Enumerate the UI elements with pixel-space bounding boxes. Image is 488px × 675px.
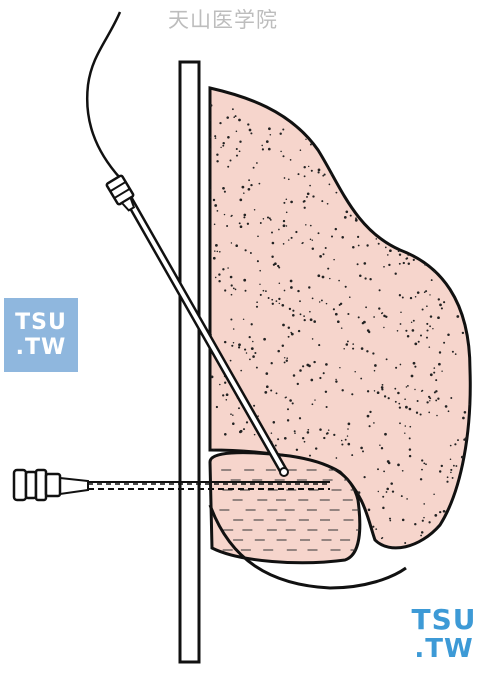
corner-logo: TSU .TW (404, 603, 484, 664)
oblique-needle (123, 193, 289, 477)
capsule-line (208, 504, 407, 590)
badge-line1: TSU (15, 310, 67, 335)
catheter-connector-icon (12, 468, 62, 502)
body-wall (178, 60, 201, 664)
guide-wire (86, 11, 122, 179)
fluid-cavity (208, 451, 362, 565)
badge-logo: TSU .TW (4, 298, 78, 372)
watermark-top-text: 天山医学院 (168, 8, 278, 32)
corner-line1: TSU (411, 603, 477, 636)
corner-line2: .TW (414, 634, 474, 664)
horizontal-catheter (59, 476, 330, 496)
badge-line2: .TW (15, 335, 67, 360)
syringe-hub-icon (105, 174, 136, 212)
